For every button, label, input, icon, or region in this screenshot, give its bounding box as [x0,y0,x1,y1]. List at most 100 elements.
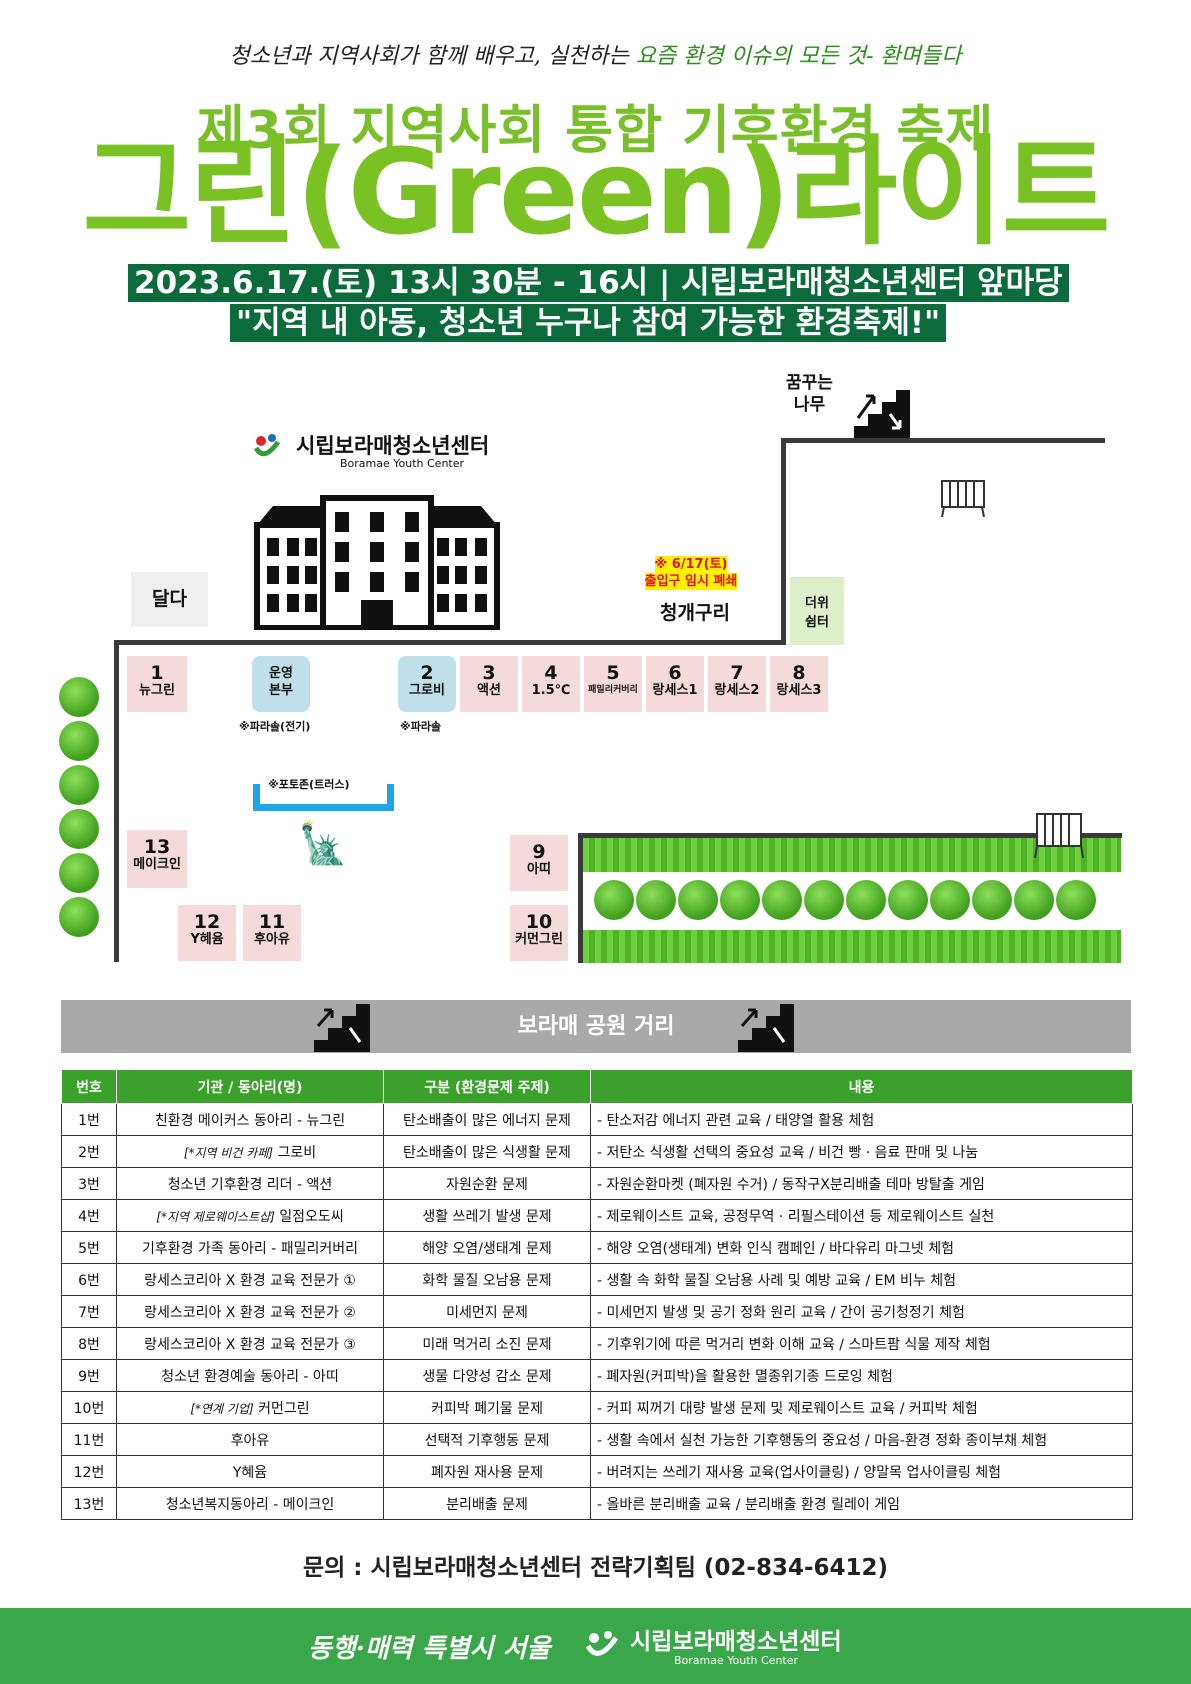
cell-org-name: 일점오도씨 [274,1208,344,1225]
cell-org: [*지역 비건 카페] 그로비 [116,1135,384,1168]
cell-org: 청소년복지동아리 - 메이크인 [116,1487,384,1520]
closure-note-date: ※ 6/17(토) [654,556,728,573]
cell-content-text: - 버려지는 쓰레기 재사용 교육(업사이클링) / 양말목 업사이클링 체험 [597,1464,1002,1481]
tree-icon [846,880,886,920]
booth-label: 커먼그린 [515,932,563,947]
cell-org-name: 랑세스코리아 X 환경 교육 전문가 ② [144,1304,356,1321]
cell-org-name: 기후환경 가족 동아리 - 패밀리커버리 [141,1240,359,1257]
cell-number-text: 3번 [78,1176,100,1193]
cell-org: 기후환경 가족 동아리 - 패밀리커버리 [116,1231,384,1264]
cell-topic-text: 미래 먹거리 소진 문제 [422,1336,552,1353]
tree-icon [720,880,760,920]
stairs-icon [738,996,794,1052]
building-icon [253,490,501,634]
cell-org-name: 랑세스코리아 X 환경 교육 전문가 ③ [144,1336,356,1353]
photozone-label: ※포토존(트러스) [268,778,350,791]
cell-topic: 선택적 기후행동 문제 [383,1423,591,1456]
booth-label: 랑세스1 [652,683,698,698]
cell-topic: 커피박 폐기물 문제 [383,1391,591,1424]
cell-topic: 탄소배출이 많은 에너지 문제 [383,1103,591,1136]
cell-topic-text: 선택적 기후행동 문제 [424,1432,550,1449]
booth-label: 본부 [269,683,293,698]
tree-icon [762,880,802,920]
cell-content: - 기후위기에 따른 먹거리 변화 이해 교육 / 스마트팜 식물 제작 체험 [590,1327,1133,1360]
booth-label: Y혜윰 [190,932,224,947]
tree-icon [1056,880,1096,920]
cell-content-text: - 탄소저감 에너지 관련 교육 / 태양열 활용 체험 [597,1112,875,1129]
cell-content: - 자원순환마켓 (폐자원 수거) / 동작구X분리배출 테마 방탈출 게임 [590,1167,1133,1200]
cell-content: - 해양 오염(생태계) 변화 인식 캠페인 / 바다유리 마그넷 체험 [590,1231,1133,1264]
cell-topic-text: 분리배출 문제 [446,1496,528,1513]
cell-number: 1번 [61,1103,117,1136]
cell-number: 13번 [61,1487,117,1520]
booth-number: 4 [544,662,558,684]
tree-icon [1014,880,1054,920]
cell-org-name: 랑세스코리아 X 환경 교육 전문가 ① [144,1272,356,1289]
footer-logo-icon [584,1628,620,1668]
cell-content-text: - 저탄소 식생활 선택의 중요성 교육 / 비건 빵 · 음료 판매 및 나눔 [597,1144,979,1161]
col-header-topic: 구분 (환경문제 주제) [383,1069,591,1104]
center-logo-icon [252,432,282,462]
dream-tree-line1: 꿈꾸는 [786,373,833,393]
slogan-band: "지역 내 아동, 청소년 누구나 참여 가능한 환경축제!" [230,304,947,342]
col-header-number: 번호 [61,1069,117,1104]
cell-org-name: 친환경 메이커스 동아리 - 뉴그린 [154,1112,346,1129]
cell-content: - 폐자원(커피박)을 활용한 멸종위기종 드로잉 체험 [590,1359,1133,1392]
cell-topic: 미래 먹거리 소진 문제 [383,1327,591,1360]
booth-number: 6 [668,662,682,684]
festival-title: 제3회 지역사회 통합 기후환경 축제 [196,101,995,161]
cell-content: - 탄소저감 에너지 관련 교육 / 태양열 활용 체험 [590,1103,1133,1136]
booth-label: 뉴그린 [139,683,175,698]
tagline-text: 청소년과 지역사회가 함께 배우고, 실천하는 [229,44,636,69]
cell-number: 6번 [61,1263,117,1296]
footer-center-name: 시립보라매청소년센터 [630,1629,842,1655]
bench-icon [940,475,986,521]
cell-content: - 미세먼지 발생 및 공기 정화 원리 교육 / 간이 공기청정기 체험 [590,1295,1133,1328]
booth-dalda: 달다 [131,572,208,627]
cell-content-text: - 기후위기에 따른 먹거리 변화 이해 교육 / 스마트팜 식물 제작 체험 [597,1336,991,1353]
booth-label: 메이크인 [133,857,181,872]
cell-content: - 커피 찌꺼기 대량 발생 문제 및 제로웨이스트 교육 / 커피박 체험 [590,1391,1133,1424]
booth-number: 5 [606,662,620,684]
stairs-icon [314,996,370,1052]
booth-number: 10 [525,911,553,933]
booth-number: 11 [258,911,286,933]
parasol-power-note: ※파라솔(전기) [239,720,311,733]
booth-number: 운영 [269,666,293,681]
closure-note-text: 출입구 임시 폐쇄 [644,573,738,590]
cell-topic: 탄소배출이 많은 식생활 문제 [383,1135,591,1168]
cell-content-text: - 해양 오염(생태계) 변화 인식 캠페인 / 바다유리 마그넷 체험 [597,1240,954,1257]
tree-icon [59,765,99,805]
cell-org: 랑세스코리아 X 환경 교육 전문가 ① [116,1263,384,1296]
booth-label: 액션 [477,683,501,698]
cell-org: 후아유 [116,1423,384,1456]
heat-shelter-line2: 쉼터 [805,615,829,630]
cell-org-tag: [*지역 제로웨이스트샵] [156,1209,275,1224]
cell-org-name: 후아유 [230,1432,270,1449]
cell-topic: 생물 다양성 감소 문제 [383,1359,591,1392]
cell-org: [*지역 제로웨이스트샵] 일점오도씨 [116,1199,384,1232]
table-row: 1번 친환경 메이커스 동아리 - 뉴그린 탄소배출이 많은 에너지 문제 - 탄소저… [61,1103,1133,1136]
cell-content-text: - 생활 속 화학 물질 오남용 사례 및 예방 교육 / EM 비누 체험 [597,1272,957,1289]
tree-icon [59,853,99,893]
cell-number-text: 11번 [73,1432,105,1449]
cell-content-text: - 자원순환마켓 (폐자원 수거) / 동작구X분리배출 테마 방탈출 게임 [597,1176,985,1193]
cell-number: 4번 [61,1199,117,1232]
cell-topic-text: 해양 오염/생태계 문제 [422,1240,552,1257]
street-label: 보라매 공원 거리 [517,1014,675,1039]
booth-number: 1 [150,662,164,684]
tree-icon [636,880,676,920]
cell-number: 12번 [61,1455,117,1488]
cell-org-name: Y혜윰 [232,1464,268,1481]
grass-strip-top [583,838,1121,872]
cell-number-text: 13번 [73,1496,105,1513]
cell-number-text: 5번 [78,1240,100,1257]
